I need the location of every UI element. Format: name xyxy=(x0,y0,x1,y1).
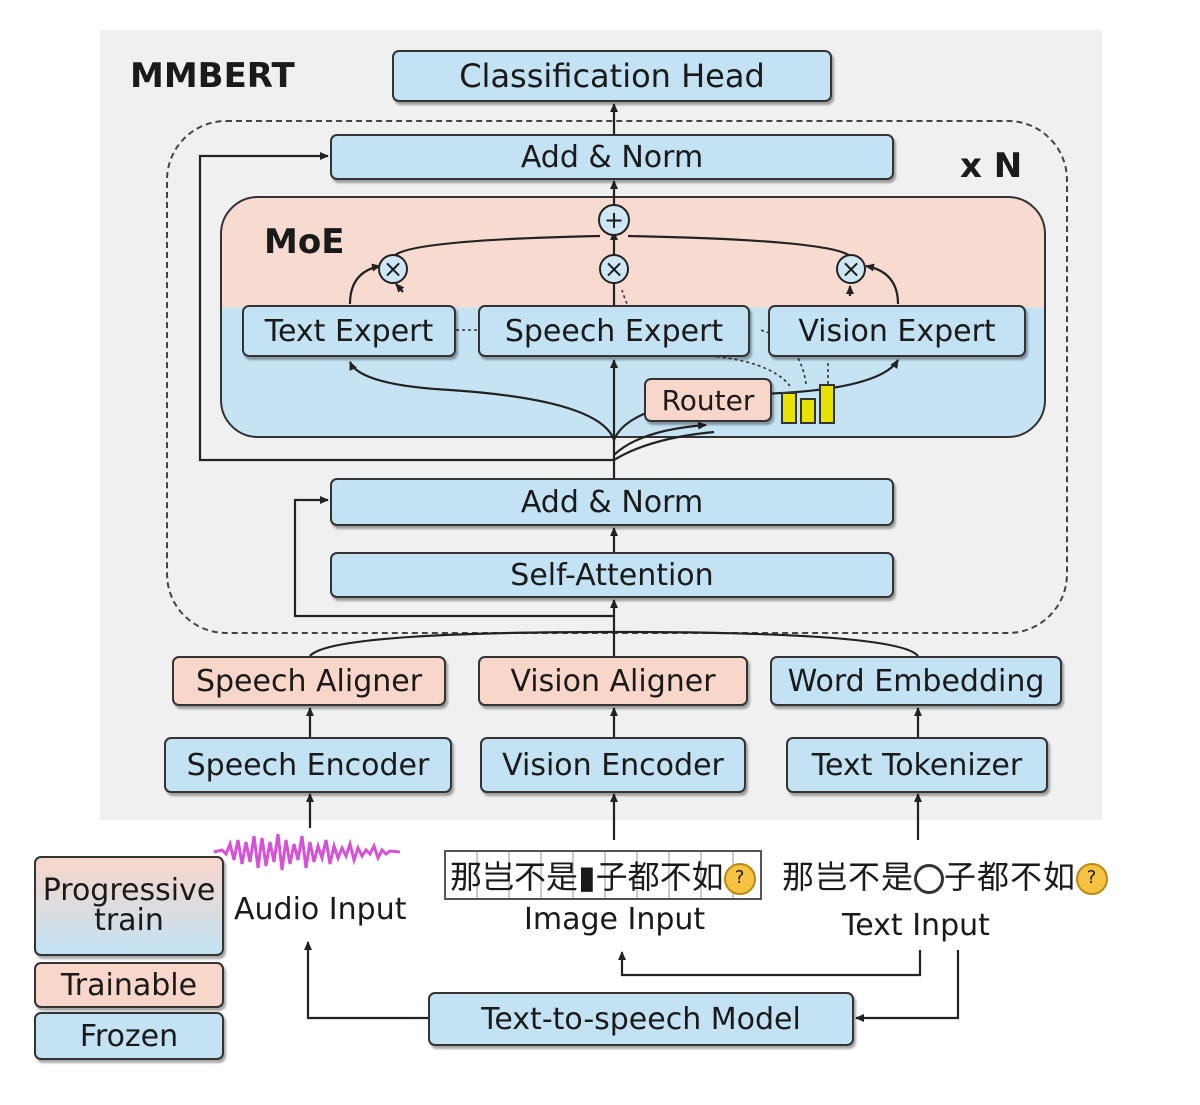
classification-head: Classification Head xyxy=(392,50,832,102)
text-input-label: Text Input xyxy=(842,908,990,943)
text-input-glyphs-b: 子都不如 xyxy=(944,858,1077,896)
speech-encoder: Speech Encoder xyxy=(164,737,452,793)
router: Router xyxy=(644,378,772,422)
router-weight-bar xyxy=(800,398,816,424)
watch-icon xyxy=(914,864,945,894)
add-op-icon: + xyxy=(598,204,630,236)
multiply-op-icon: × xyxy=(599,254,629,284)
text-tokenizer: Text Tokenizer xyxy=(786,737,1048,793)
thinking-face-icon: ? xyxy=(723,863,756,895)
router-weight-bar xyxy=(781,392,797,424)
multiply-op-icon: × xyxy=(836,254,866,284)
moe-title: MoE xyxy=(264,222,345,262)
vision-encoder: Vision Encoder xyxy=(480,737,746,793)
legend-progressive: Progressive train xyxy=(34,856,224,956)
add-norm-bottom: Add & Norm xyxy=(330,478,894,526)
panel-title: MMBERT xyxy=(130,56,295,96)
image-input-glyphs: 那岂不是▮子都不如 xyxy=(450,858,724,896)
image-input-label: Image Input xyxy=(524,902,706,937)
text-input-glyphs-a: 那岂不是 xyxy=(782,858,915,896)
legend-trainable: Trainable xyxy=(34,962,224,1008)
router-weight-bar xyxy=(819,384,835,424)
audio-input-label: Audio Input xyxy=(234,892,407,927)
text-expert: Text Expert xyxy=(242,305,456,357)
router-weights xyxy=(781,382,839,424)
multiply-op-icon: × xyxy=(378,254,408,284)
self-attention: Self-Attention xyxy=(330,552,894,598)
text-input-sample: 那岂不是子都不如? xyxy=(782,852,1109,898)
image-input-sample: 那岂不是▮子都不如? xyxy=(444,850,762,900)
vision-aligner: Vision Aligner xyxy=(478,656,748,706)
add-norm-top: Add & Norm xyxy=(330,134,894,180)
repeat-label: x N xyxy=(960,146,1023,186)
speech-aligner: Speech Aligner xyxy=(172,656,446,706)
speech-expert: Speech Expert xyxy=(478,305,750,357)
tts-model: Text-to-speech Model xyxy=(428,992,854,1046)
word-embedding: Word Embedding xyxy=(770,656,1062,706)
thinking-face-icon: ? xyxy=(1076,863,1109,895)
legend-frozen: Frozen xyxy=(34,1012,224,1060)
vision-expert: Vision Expert xyxy=(768,305,1026,357)
audio-wave-icon xyxy=(213,833,401,871)
